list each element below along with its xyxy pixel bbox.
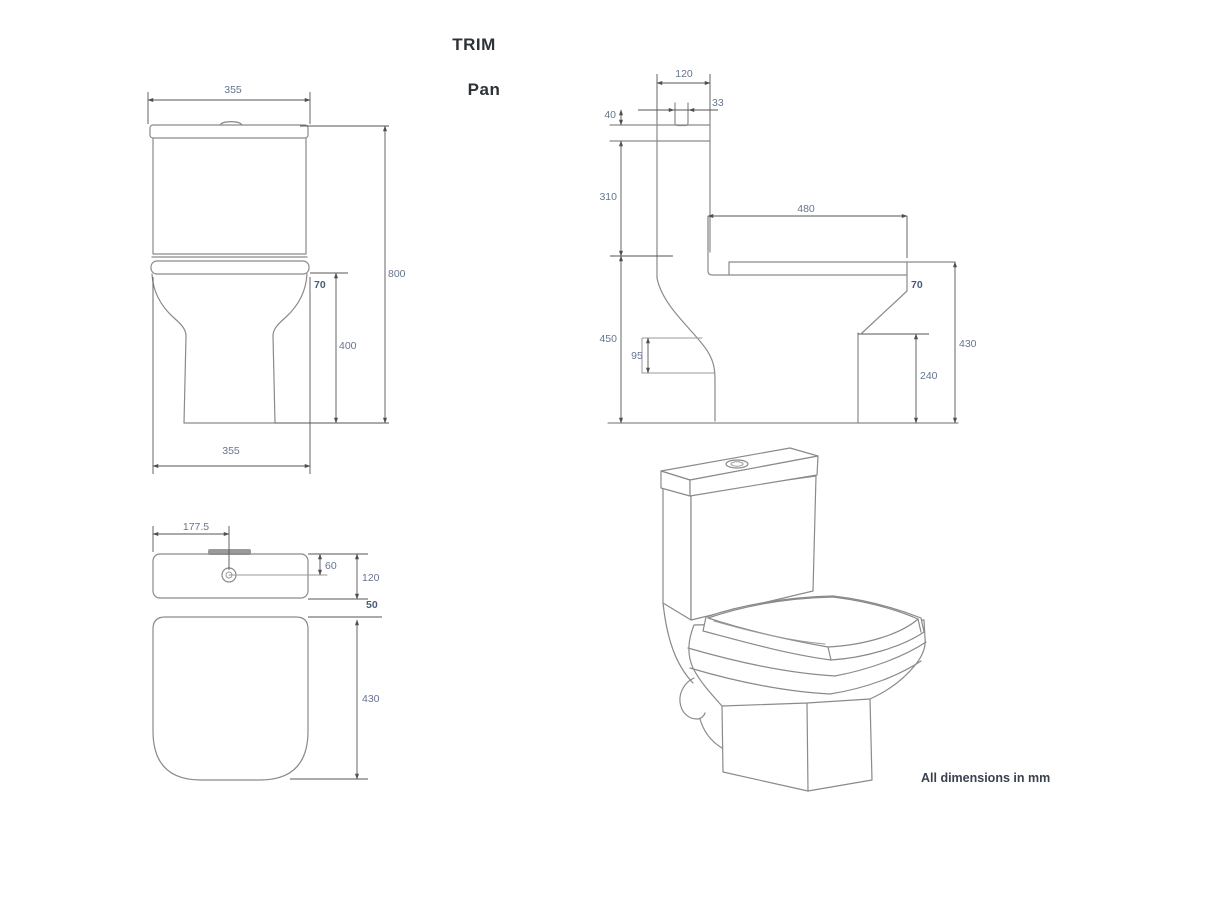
front-cistern-lid xyxy=(149,124,309,139)
page-subtitle: Pan xyxy=(468,80,501,99)
front-cistern-body xyxy=(151,137,308,258)
front-seat xyxy=(150,260,310,275)
top-label-cistern-depth: 120 xyxy=(362,572,380,584)
side-pan-front xyxy=(857,261,908,424)
persp-lid-front-band xyxy=(689,455,819,497)
persp-flush-button-inner xyxy=(730,461,744,467)
front-label-width-bottom: 355 xyxy=(222,445,240,457)
persp-cistern-left-face xyxy=(662,486,692,621)
front-label-width-top: 355 xyxy=(224,84,242,96)
side-label-cistern-height: 310 xyxy=(599,191,617,203)
side-label-back-height: 450 xyxy=(599,333,617,345)
side-outlet-box xyxy=(641,337,715,374)
side-label-outlet-height: 95 xyxy=(631,350,643,362)
top-label-cistern-pan-gap: 50 xyxy=(366,599,378,611)
side-ext-seat-depth xyxy=(707,216,908,258)
top-view: 177.5 60 120 50 430 xyxy=(152,521,382,781)
persp-outlet xyxy=(679,677,706,720)
top-seat-outline xyxy=(152,616,309,781)
front-ext-top xyxy=(147,92,311,124)
persp-flush-button-outer xyxy=(725,459,749,469)
persp-seat-edge-highlight xyxy=(713,620,826,645)
side-label-seat-depth: 480 xyxy=(797,203,815,215)
dimensions-note: All dimensions in mm xyxy=(921,771,1050,785)
front-ext-bottom xyxy=(152,277,311,474)
front-bowl-right xyxy=(272,273,308,424)
persp-seat-verticals xyxy=(827,618,922,661)
side-label-pan-height: 430 xyxy=(959,338,977,350)
side-ext-cistern-depth xyxy=(656,74,711,120)
side-view: 120 33 40 310 450 480 70 95 240 430 xyxy=(599,68,977,424)
persp-outlet-leg xyxy=(699,718,723,749)
side-label-button-height: 40 xyxy=(604,109,616,121)
top-cistern xyxy=(152,553,309,599)
front-flush-button xyxy=(219,121,243,126)
top-label-pan-length: 430 xyxy=(362,693,380,705)
front-label-pan-height: 400 xyxy=(339,340,357,352)
side-back-curve xyxy=(656,277,716,422)
persp-base-edges xyxy=(721,698,871,792)
persp-rim-lower-edge xyxy=(689,660,922,695)
side-seat xyxy=(707,249,956,276)
side-label-cistern-depth: 120 xyxy=(675,68,693,80)
perspective-view xyxy=(660,447,927,792)
front-ext-height xyxy=(275,125,389,424)
persp-back-curve xyxy=(662,602,694,684)
front-label-seat-thickness: 70 xyxy=(314,279,326,291)
side-flush-button xyxy=(674,102,689,127)
front-view: 355 800 70 400 355 xyxy=(147,84,406,474)
top-label-button-inset: 60 xyxy=(325,560,337,572)
side-cistern-lid xyxy=(609,124,711,142)
side-label-seat-front-thickness: 70 xyxy=(911,279,923,291)
front-bowl-left xyxy=(151,273,187,424)
side-cistern-body xyxy=(656,119,711,279)
persp-rim-upper-edge xyxy=(687,641,927,677)
side-label-base-front-height: 240 xyxy=(920,370,938,382)
top-label-button-from-side: 177.5 xyxy=(183,521,209,533)
page-title: TRIM xyxy=(452,35,496,54)
front-label-overall-height: 800 xyxy=(388,268,406,280)
side-label-flush-button-width: 33 xyxy=(712,97,724,109)
